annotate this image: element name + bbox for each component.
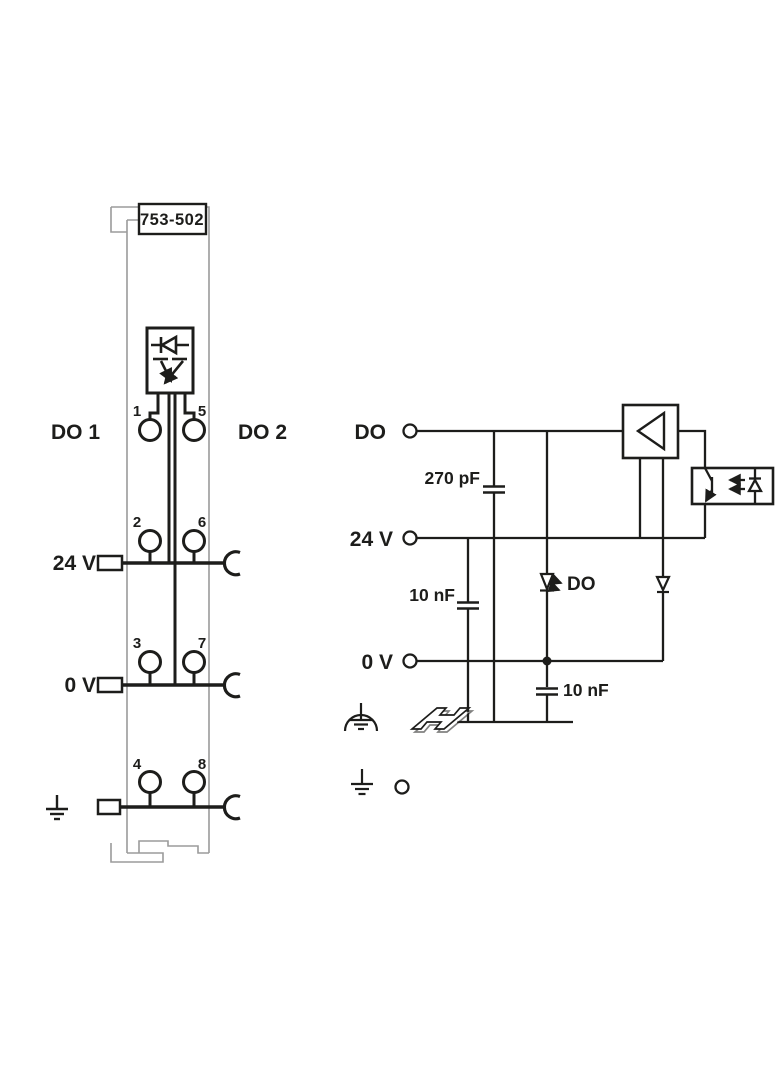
label-24v: 24 V [53, 552, 96, 575]
capacitor-10nf-0v-label: 10 nF [563, 680, 609, 700]
connector-24v [96, 554, 124, 572]
rail-ground-icon [343, 703, 379, 732]
pin-contact-4 [138, 770, 162, 794]
junction-dot [542, 656, 552, 666]
led-do-icon [539, 572, 563, 593]
optocoupler-box [690, 466, 775, 506]
amplifier-box [621, 403, 680, 460]
pin-number-3: 3 [133, 635, 141, 652]
optocoupler-led-icon [747, 468, 763, 504]
lead-to-pin-1 [148, 393, 160, 419]
capacitor-10nf-supply-label: 10 nF [409, 585, 455, 605]
electronics-frame [145, 326, 195, 395]
pin-contacts [138, 418, 206, 794]
circuit-label-0v: 0 V [361, 651, 393, 674]
pin-number-5: 5 [198, 403, 206, 420]
earth-terminal-icon [351, 769, 373, 796]
led-do-label: DO [567, 574, 596, 595]
label-do1: DO 1 [51, 421, 100, 444]
module-foot-steps [138, 840, 209, 854]
part-number-box: 753-502 [137, 202, 208, 236]
row-earth [96, 793, 241, 821]
connector-0v [96, 676, 124, 694]
terminal-24v [402, 530, 418, 546]
electronics-leads [148, 393, 196, 685]
socket-arc-earth [222, 794, 241, 821]
label-do2: DO 2 [238, 421, 287, 444]
circuit-wires [416, 429, 707, 724]
amplifier-frame [621, 403, 680, 460]
freewheel-diode-icon [655, 575, 671, 594]
module-foot-hook [110, 843, 164, 863]
module-top-tab [110, 207, 127, 233]
circuit-label-24v: 24 V [350, 528, 393, 551]
pin-contact-8 [182, 770, 206, 794]
capacitor-270pf [483, 485, 505, 494]
terminal-earth [394, 779, 410, 795]
pin-number-8: 8 [198, 756, 206, 773]
connector-earth [96, 798, 122, 816]
led-arrows-icon [153, 357, 187, 385]
pin-number-7: 7 [198, 635, 206, 652]
earth-ground-icon [46, 795, 68, 821]
part-number-label: 753-502 [140, 211, 204, 229]
capacitor-10nf-0v [536, 687, 558, 696]
pin-contact-1 [138, 418, 162, 442]
circuit-label-do: DO [355, 421, 387, 444]
pin-number-2: 2 [133, 514, 141, 531]
diode-icon [151, 334, 189, 356]
terminal-0v [402, 653, 418, 669]
light-arrows-icon [728, 473, 745, 496]
socket-arc-24v [222, 550, 241, 577]
wire-amp-to-opto [678, 429, 707, 468]
pin-numbers: 1 5 2 6 3 7 4 8 [133, 403, 206, 773]
row-0v [96, 672, 241, 699]
circuit-terminals [394, 423, 418, 795]
label-0v: 0 V [64, 674, 96, 697]
capacitor-270pf-label: 270 pF [425, 468, 481, 488]
pin-contact-3 [138, 650, 162, 674]
pin-contact-2 [138, 529, 162, 553]
terminal-do [402, 423, 418, 439]
capacitor-10nf-supply [457, 601, 479, 610]
socket-arc-0v [222, 672, 241, 699]
pin-contact-5 [182, 418, 206, 442]
phototransistor-icon [703, 467, 717, 503]
electronics-box [145, 326, 195, 395]
pin-contact-6 [182, 529, 206, 553]
pin-contact-7 [182, 650, 206, 674]
row-24v [96, 550, 241, 577]
pin-number-4: 4 [133, 756, 142, 773]
pin-number-1: 1 [133, 403, 141, 420]
lead-to-pin-5 [183, 393, 196, 419]
amplifier-icon [635, 410, 666, 452]
part-number-frame [137, 202, 208, 236]
optocoupler-frame [690, 466, 775, 506]
din-rail-icon [409, 707, 475, 733]
pin-number-6: 6 [198, 514, 206, 531]
